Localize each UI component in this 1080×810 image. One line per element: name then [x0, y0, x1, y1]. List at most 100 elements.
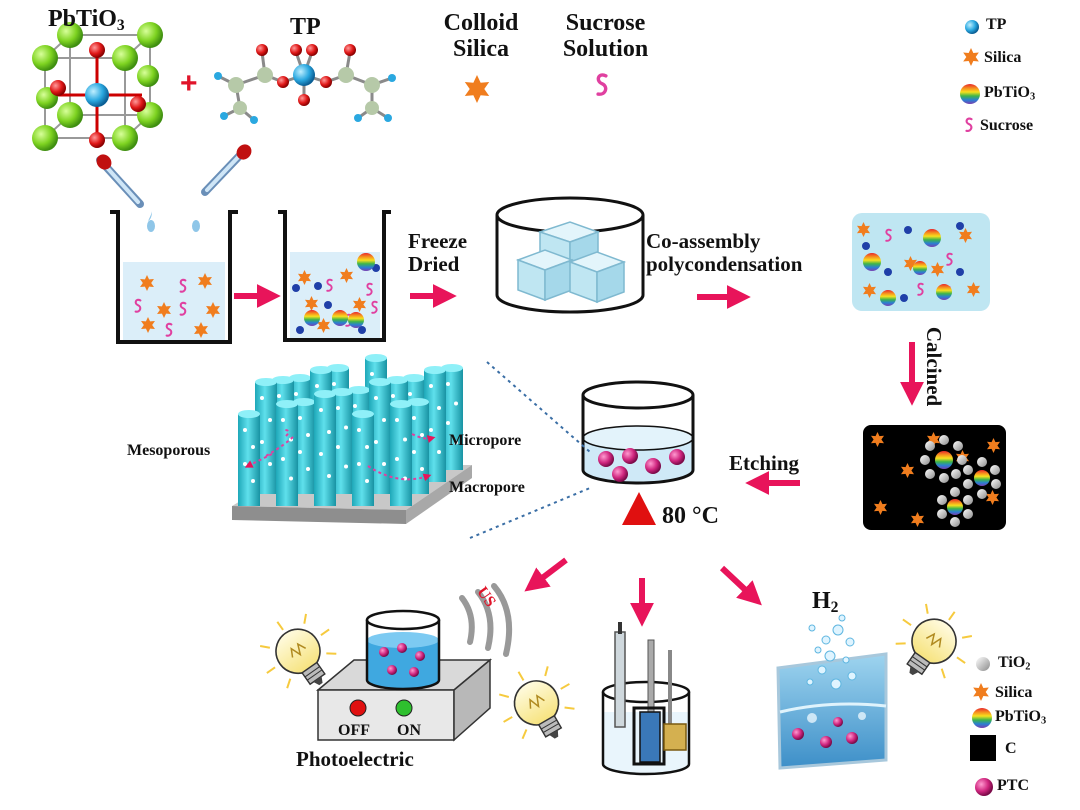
pillar	[238, 414, 260, 506]
tp-molecule-icon	[214, 44, 396, 124]
legend-pbtio3-label: PbTiO3	[995, 708, 1047, 727]
pore	[374, 440, 378, 444]
pore	[437, 450, 441, 454]
pore	[365, 479, 369, 483]
pillar	[390, 404, 412, 506]
pore	[251, 445, 255, 449]
pore	[315, 384, 319, 388]
photoelectric-device-icon	[315, 583, 513, 742]
pore	[277, 394, 281, 398]
tio2-shell-cluster	[937, 487, 973, 527]
pore	[446, 421, 450, 425]
pore	[429, 384, 433, 388]
legend-ptc-label: PTC	[997, 777, 1029, 794]
photoelectric-label: Photoelectric	[296, 747, 414, 771]
off-label: OFF	[338, 722, 370, 739]
pillar-cap	[386, 376, 408, 384]
tio2-shell-cluster	[963, 457, 1001, 499]
temperature-label: 80 °C	[662, 503, 719, 529]
pillar	[276, 404, 298, 506]
legend-c-label: C	[1005, 740, 1017, 757]
pore	[382, 418, 386, 422]
pore	[294, 392, 298, 396]
pore	[395, 418, 399, 422]
reaction-dish-icon	[581, 380, 695, 485]
electrochemical-cell-icon	[601, 622, 691, 776]
pore	[454, 440, 458, 445]
macropore-label: Macropore	[449, 479, 525, 496]
pore	[437, 406, 441, 410]
legend-silica-label: Silica	[984, 49, 1022, 66]
pore	[446, 382, 450, 386]
pore	[327, 430, 331, 434]
pillar	[441, 368, 463, 470]
dropper-icon	[201, 144, 252, 196]
pillar	[407, 402, 429, 494]
silica-star-icon	[464, 75, 490, 103]
micropore-label: Micropore	[449, 432, 522, 449]
pore	[370, 372, 374, 376]
mesoporous-label: Mesoporous	[127, 442, 211, 459]
pore	[365, 445, 369, 449]
legend-tp-label: TP	[986, 16, 1007, 33]
pillar-cap	[331, 388, 353, 396]
pore	[454, 401, 458, 406]
pore	[395, 457, 399, 461]
hydrogen-bubbles-icon	[776, 614, 888, 770]
process-arrow	[719, 565, 762, 606]
pillar	[369, 382, 391, 494]
pore	[357, 462, 361, 466]
pillar-cap	[310, 366, 332, 374]
pore	[268, 462, 272, 466]
pillar-cap	[314, 390, 336, 398]
pillar-cap	[390, 400, 412, 408]
pore	[382, 462, 386, 466]
pore	[412, 416, 416, 420]
beaker-icon	[110, 210, 238, 344]
pore	[357, 428, 361, 432]
light-bulb-icon	[878, 588, 987, 697]
pore	[260, 396, 264, 400]
pillar	[424, 370, 446, 482]
pore	[403, 437, 407, 442]
plus-sign: +	[180, 67, 198, 100]
pore	[420, 467, 424, 471]
pillar-cap	[276, 400, 298, 408]
pore	[251, 479, 255, 483]
pillar-cap	[272, 376, 294, 384]
pillar	[352, 414, 374, 506]
pore	[306, 467, 310, 471]
pore	[298, 416, 302, 420]
pillar-cap	[238, 410, 260, 418]
heater-triangle-icon	[622, 492, 656, 525]
on-label: ON	[397, 722, 421, 739]
pore	[408, 392, 412, 396]
pore	[420, 433, 424, 437]
pore	[332, 382, 336, 386]
legend-tio2-label: TiO2	[998, 654, 1031, 673]
pillar	[331, 392, 353, 494]
pore	[327, 474, 331, 478]
legend-pbtio3-label: PbTiO3	[984, 84, 1036, 103]
pillar-cap	[365, 354, 387, 362]
tio2-shell-cluster	[920, 435, 967, 483]
pore	[319, 452, 323, 456]
dropper-icon	[96, 154, 144, 208]
porous-pillars-icon	[232, 354, 472, 524]
light-bulb-icon	[484, 651, 591, 758]
pillar-cap	[352, 410, 374, 418]
pore	[374, 396, 378, 400]
process-arrow	[524, 557, 568, 592]
pore	[344, 464, 348, 469]
pillar	[314, 394, 336, 506]
pillar	[293, 402, 315, 494]
pore	[336, 406, 340, 410]
pillar	[255, 382, 277, 494]
ice-cube-icon	[495, 196, 645, 314]
pore	[344, 425, 348, 430]
